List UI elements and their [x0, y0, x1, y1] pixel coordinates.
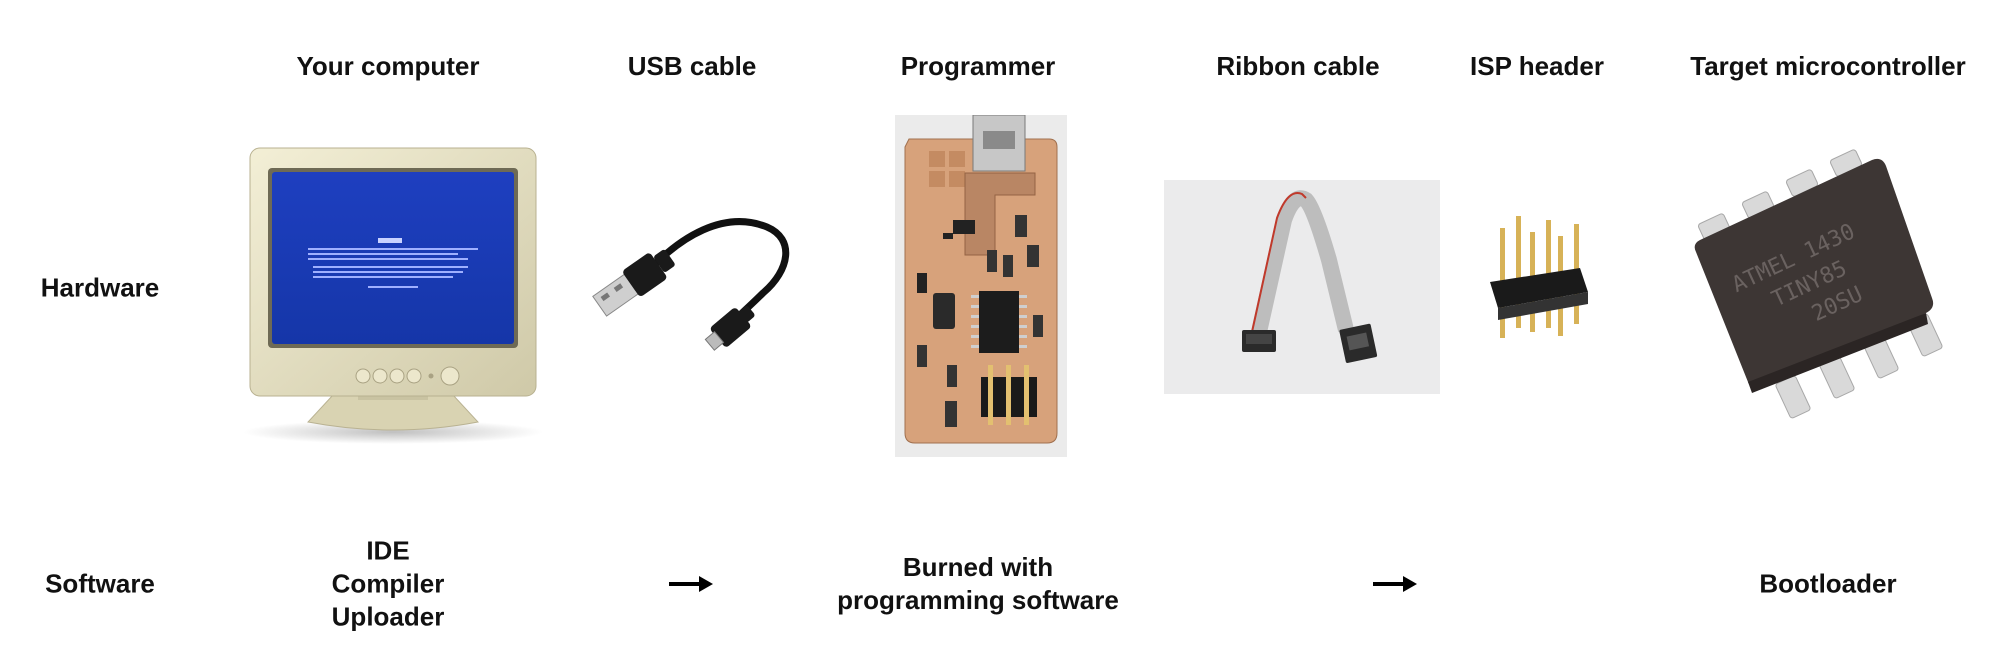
row-label-software: Software — [45, 568, 155, 599]
header-isp-header: ISP header — [1470, 51, 1604, 81]
software-compiler: Compiler — [331, 568, 445, 599]
ribbon-cable-image — [1164, 180, 1440, 394]
header-usb-cable: USB cable — [627, 51, 757, 81]
programmer-board-image — [895, 115, 1067, 457]
computer-monitor-image — [238, 140, 548, 445]
software-bootloader: Bootloader — [1759, 568, 1897, 599]
isp-header-image — [1480, 208, 1600, 348]
software-programmer-line-2: programming software — [837, 585, 1119, 615]
header-ribbon-cable: Ribbon cable — [1216, 51, 1380, 81]
header-target-microcontroller: Target microcontroller — [1690, 51, 1966, 81]
software-uploader: Uploader — [331, 601, 445, 632]
usb-cable-image — [585, 215, 795, 355]
software-programmer-line-1: Burned with — [902, 552, 1054, 582]
software-ide: IDE — [366, 535, 410, 566]
software-computer-list: IDE Compiler Uploader — [332, 535, 445, 634]
arrow-right-icon — [669, 574, 715, 594]
header-your-computer: Your computer — [296, 51, 480, 81]
header-programmer: Programmer — [900, 51, 1056, 81]
arrow-right-icon — [1373, 574, 1419, 594]
row-label-hardware: Hardware — [40, 272, 160, 303]
software-programmer-text: Burned with programming software — [837, 551, 1119, 617]
microcontroller-chip-image: ATMEL 1430 TINY85 20SU — [1682, 148, 1972, 428]
